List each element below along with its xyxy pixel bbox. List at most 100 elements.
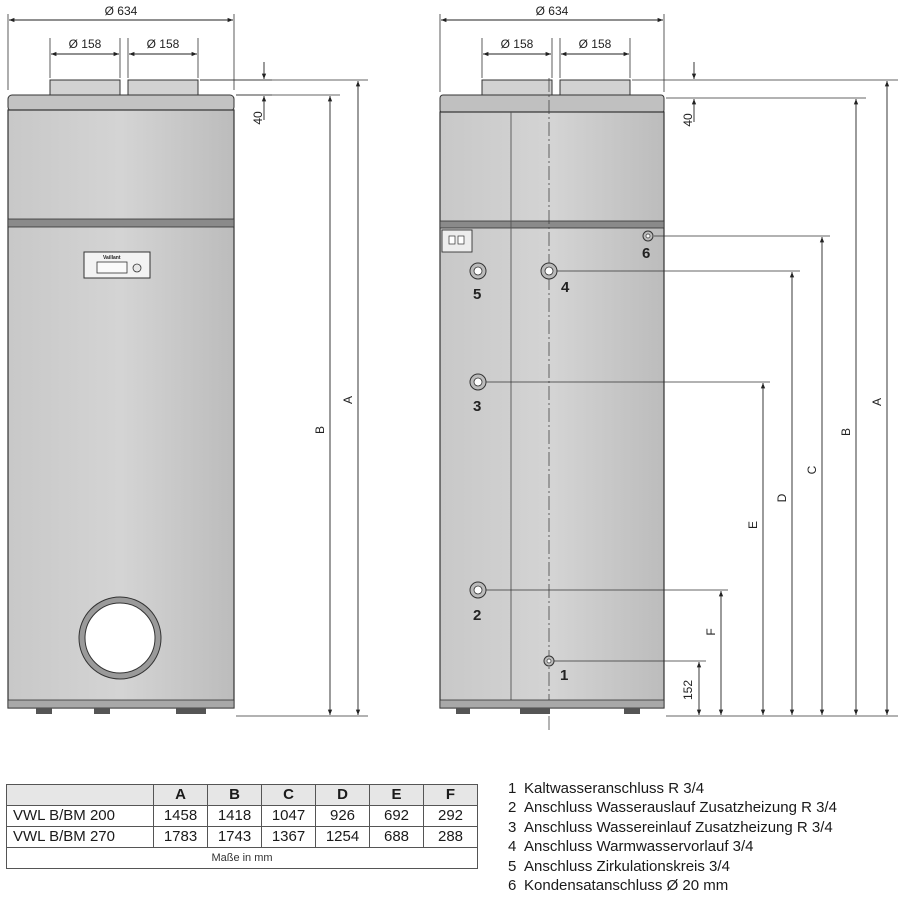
right-dim-d-label: D (775, 493, 789, 502)
left-top-dim: 40 (251, 111, 265, 125)
left-duct-1 (49, 79, 121, 97)
left-plinth (7, 699, 235, 709)
table-cell: 688 (369, 826, 424, 848)
table-cell: 1783 (153, 826, 208, 848)
left-dim-b-label: B (313, 426, 327, 434)
right-connection-box (441, 229, 473, 253)
dimensions-table: A B C D E F VWL B/BM 200 1458 1418 1047 … (6, 784, 478, 869)
right-foot-1 (456, 708, 470, 714)
left-duct-2 (127, 79, 199, 97)
right-duct-1 (481, 79, 553, 97)
right-separation-band (439, 220, 665, 229)
table-cell: 292 (423, 805, 478, 827)
legend-item: 3 Anschluss Wassereinlauf Zusatzheizung R… (508, 818, 837, 837)
table-header-b: B (207, 784, 262, 806)
table-cell: 1047 (261, 805, 316, 827)
connection-5 (469, 262, 487, 280)
table-cell: 926 (315, 805, 370, 827)
connection-number-5: 5 (473, 286, 481, 303)
left-display (96, 261, 128, 274)
legend-text: Anschluss Wassereinlauf Zusatzheizung R … (524, 818, 833, 836)
right-plinth (439, 699, 665, 709)
right-duct-dim-2: Ø 158 (579, 37, 612, 51)
table-header-e: E (369, 784, 424, 806)
left-duct-dim-1: Ø 158 (69, 37, 102, 51)
left-top-cap (7, 94, 235, 112)
legend-number: 2 (508, 799, 517, 817)
table-row: VWL B/BM 200 1458 1418 1047 926 692 292 (6, 805, 478, 827)
right-top-dim: 40 (681, 113, 695, 127)
connection-number-4: 4 (561, 279, 570, 296)
left-dim-a-label: A (341, 396, 355, 404)
connection-number-2: 2 (473, 607, 481, 624)
table-cell: 1418 (207, 805, 262, 827)
left-foot-1 (36, 708, 52, 714)
left-separation-band (7, 218, 235, 228)
legend-number: 1 (508, 780, 517, 797)
connection-number-1: 1 (560, 667, 568, 684)
left-knob (132, 263, 142, 273)
table-row: VWL B/BM 270 1783 1743 1367 1254 688 288 (6, 826, 478, 848)
right-dim-a-label: A (870, 398, 884, 406)
legend-item: 5 Anschluss Zirkulationskreis 3/4 (508, 857, 837, 876)
legend-item: 4 Anschluss Warmwasservorlauf 3/4 (508, 837, 837, 856)
connection-1 (543, 655, 555, 667)
legend-number: 3 (508, 818, 517, 836)
right-width-dim: Ø 634 (536, 4, 569, 18)
connection-6 (642, 230, 654, 242)
right-duct-dim-1: Ø 158 (501, 37, 534, 51)
left-foot-3 (176, 708, 206, 714)
connection-number-3: 3 (473, 398, 481, 415)
legend-number: 4 (508, 838, 517, 856)
table-cell: 1458 (153, 805, 208, 827)
left-width-dim: Ø 634 (105, 4, 138, 18)
table-units-note: Maße in mm (6, 847, 478, 869)
right-foot-2 (520, 708, 550, 714)
left-foot-2 (94, 708, 110, 714)
left-vent-inner (84, 602, 156, 674)
left-unit-view: Vaillant Ø 634 Ø 158 Ø 158 40 (7, 4, 368, 717)
table-header-a: A (153, 784, 208, 806)
left-duct-dim-2: Ø 158 (147, 37, 180, 51)
legend-item: 2 Anschluss Wasserauslauf Zusatzheizung R… (508, 798, 837, 817)
table-header-row: A B C D E F (6, 784, 478, 806)
right-dim-e-label: E (746, 521, 760, 529)
connection-3 (469, 373, 487, 391)
connection-number-6: 6 (642, 245, 650, 262)
table-header-d: D (315, 784, 370, 806)
right-top-cap (439, 94, 665, 114)
table-header-c: C (261, 784, 316, 806)
table-cell: 1367 (261, 826, 316, 848)
right-foot-3 (624, 708, 640, 714)
right-duct-2 (559, 79, 631, 97)
legend-text: Anschluss Wasserauslauf Zusatzheizung R … (524, 799, 837, 817)
connection-4 (540, 262, 558, 280)
brand-logo: Vaillant (103, 255, 121, 261)
technical-drawing: Vaillant Ø 634 Ø 158 Ø 158 40 (7, 4, 898, 730)
legend-item: 6 Kondensatanschluss Ø 20 mm (508, 876, 837, 895)
table-cell-model: VWL B/BM 270 (6, 826, 154, 848)
right-dim-c-label: C (805, 465, 819, 474)
right-bottom-dim: 152 (681, 680, 695, 700)
table-cell: 692 (369, 805, 424, 827)
table-units-row: Maße in mm (6, 847, 478, 869)
legend-text: Anschluss Zirkulationskreis 3/4 (524, 857, 730, 875)
table-cell-model: VWL B/BM 200 (6, 805, 154, 827)
right-body (439, 111, 665, 709)
legend-number: 6 (508, 877, 517, 895)
table-cell: 288 (423, 826, 478, 848)
legend-number: 5 (508, 857, 517, 875)
table-cell: 1743 (207, 826, 262, 848)
table-header-f: F (423, 784, 478, 806)
legend-item: 1 Kaltwasseranschluss R 3/4 (508, 779, 837, 798)
table-header-blank (6, 784, 154, 806)
legend-text: Anschluss Warmwasservorlauf 3/4 (524, 838, 754, 856)
table-cell: 1254 (315, 826, 370, 848)
right-dim-f-label: F (704, 628, 718, 635)
legend-text: Kondensatanschluss Ø 20 mm (524, 877, 729, 895)
connection-2 (469, 581, 487, 599)
right-dim-b-label: B (839, 428, 853, 436)
right-unit-view: 1 2 3 4 5 6 Ø 634 Ø 158 Ø 158 40 (439, 4, 898, 730)
legend-text: Kaltwasseranschluss R 3/4 (524, 780, 705, 797)
